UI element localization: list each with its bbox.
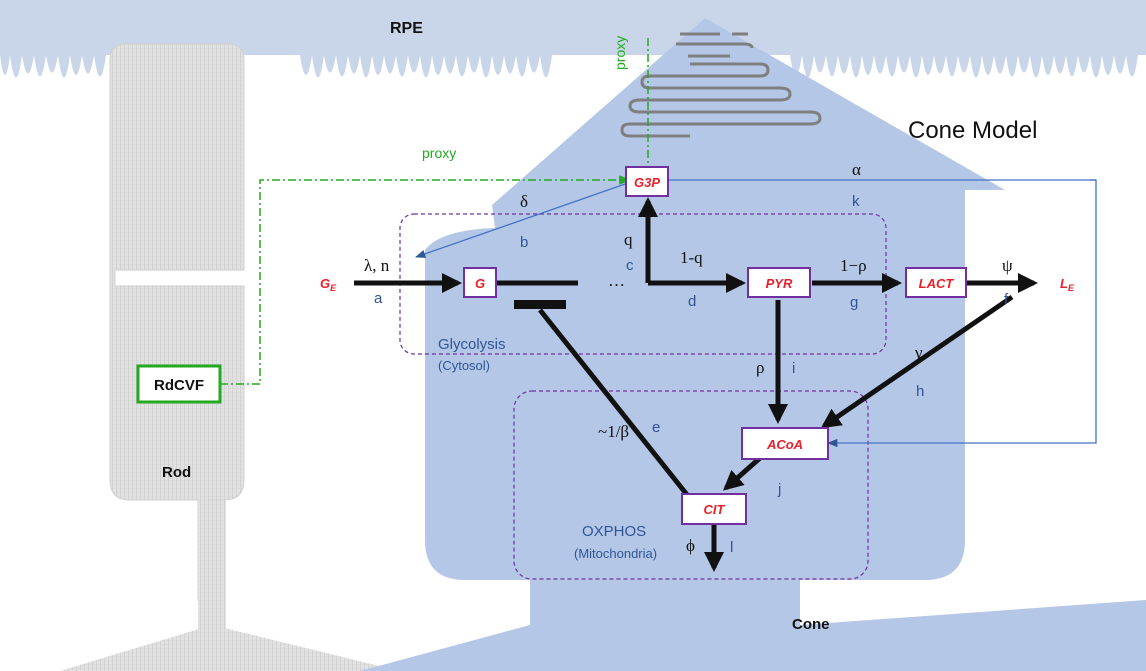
q-param: q (624, 230, 633, 249)
reaction-g: g (850, 294, 858, 311)
g-label: G (475, 276, 485, 291)
proxy-horizontal-label: proxy (422, 145, 456, 161)
psi-param: ψ (1002, 256, 1013, 275)
reaction-j: j (777, 481, 781, 498)
reaction-c: c (626, 257, 634, 274)
reaction-d: d (688, 293, 696, 310)
reaction-h: h (916, 383, 924, 400)
pyr-label: PYR (766, 276, 793, 291)
lact-label: LACT (919, 276, 955, 291)
blue-flux-arrows (415, 179, 1097, 448)
oxphos-compartment (513, 390, 869, 580)
reaction-k: k (852, 193, 860, 210)
gamma-param: γ (914, 343, 923, 362)
alpha-param: α (852, 160, 861, 179)
lambda-n-param: λ, n (364, 256, 390, 275)
diagram-title: Cone Model (908, 117, 1037, 144)
le-label: LE (1060, 276, 1075, 293)
rho-param: ρ (756, 358, 764, 377)
parameters: λ, n δ q … 1-q 1−ρ ψ α γ ρ ~1/β ϕ (364, 160, 1013, 555)
reaction-a: a (374, 290, 383, 307)
rdcvf-label: RdCVF (154, 377, 204, 394)
oxphos-location: (Mitochondria) (574, 546, 657, 561)
oxphos-name: OXPHOS (582, 523, 646, 540)
cit-node (681, 493, 747, 525)
reaction-l: l (730, 539, 733, 556)
reaction-i: i (792, 360, 795, 377)
g3p-label: G3P (634, 175, 660, 190)
reaction-e: e (652, 419, 660, 436)
rod-label: Rod (162, 464, 191, 481)
metabolite-nodes (463, 166, 967, 525)
reaction-b: b (520, 234, 528, 251)
ge-label: GE (320, 276, 337, 293)
g-node (463, 267, 497, 298)
delta-param: δ (520, 192, 528, 211)
inhibition-bar (514, 300, 566, 309)
reaction-labels: a b c d e f g h i j k l (374, 193, 1009, 556)
phi-param: ϕ (686, 536, 695, 555)
pyr-node (747, 267, 811, 298)
rod-cell (60, 43, 400, 671)
rpe-label: RPE (390, 20, 423, 37)
lact-node (905, 267, 967, 298)
cone-label: Cone (792, 616, 830, 633)
acoa-node (741, 427, 829, 460)
rdcvf-node (136, 364, 222, 404)
g3p-node (625, 166, 669, 197)
cone-cell (360, 18, 1146, 671)
proxy-connections (220, 38, 653, 385)
ellipsis-param: … (608, 271, 625, 290)
acoa-label: ACoA (766, 437, 803, 452)
glycolysis-name: Glycolysis (438, 336, 506, 353)
inv-beta-param: ~1/β (598, 422, 629, 441)
one-minus-q-param: 1-q (680, 248, 703, 267)
glycolysis-location: (Cytosol) (438, 358, 490, 373)
cit-label: CIT (704, 502, 726, 517)
reaction-f: f (1004, 291, 1009, 308)
proxy-vertical-label: proxy (612, 36, 628, 70)
black-flux-arrows (354, 197, 1038, 572)
cone-disc-stack (620, 32, 822, 138)
one-minus-rho-param: 1−ρ (840, 256, 867, 275)
